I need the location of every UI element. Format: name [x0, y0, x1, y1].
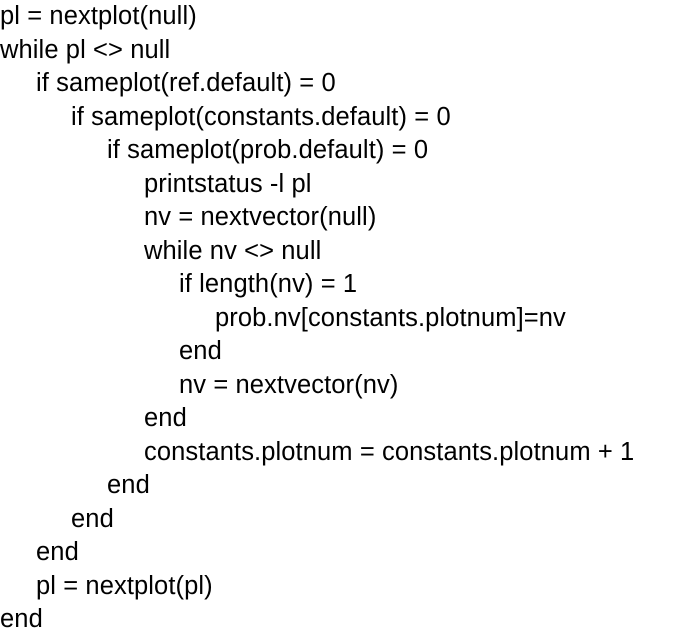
code-line: end: [0, 536, 684, 570]
code-line-text: while nv <> null: [144, 236, 322, 265]
code-line: if sameplot(prob.default) = 0: [0, 134, 684, 168]
code-line-text: while pl <> null: [0, 35, 171, 64]
code-line: if length(nv) = 1: [0, 268, 684, 302]
code-line-text: nv = nextvector(null): [144, 203, 377, 231]
code-line-text: printstatus -l pl: [144, 169, 312, 198]
code-line: end: [0, 335, 684, 369]
code-line-text: end: [71, 504, 114, 533]
code-line: pl = nextplot(pl): [0, 570, 684, 604]
code-line-text: if sameplot(constants.default) = 0: [71, 102, 451, 131]
code-line: pl = nextplot(null): [0, 0, 684, 34]
code-line-text: pl = nextplot(null): [0, 2, 197, 30]
code-line-text: end: [0, 605, 43, 633]
code-line: while pl <> null: [0, 34, 684, 68]
code-line: if sameplot(ref.default) = 0: [0, 67, 684, 101]
code-line: if sameplot(constants.default) = 0: [0, 101, 684, 135]
code-line-text: end: [179, 337, 222, 365]
code-line: nv = nextvector(nv): [0, 369, 684, 403]
code-line: nv = nextvector(null): [0, 201, 684, 235]
code-line-text: end: [36, 538, 79, 566]
code-line-text: if length(nv) = 1: [179, 270, 358, 298]
code-line: constants.plotnum = constants.plotnum + …: [0, 436, 684, 470]
code-line-text: end: [107, 471, 150, 499]
code-line-text: prob.nv[constants.plotnum]=nv: [215, 303, 566, 332]
code-line: end: [0, 603, 684, 637]
code-line-text: nv = nextvector(nv): [179, 370, 399, 399]
code-line: end: [0, 402, 684, 436]
code-line: end: [0, 503, 684, 537]
code-line-text: if sameplot(ref.default) = 0: [36, 69, 336, 97]
code-line: while nv <> null: [0, 235, 684, 269]
code-line-text: end: [144, 404, 187, 432]
code-line: end: [0, 469, 684, 503]
code-line-text: constants.plotnum = constants.plotnum + …: [144, 437, 635, 466]
code-line-text: pl = nextplot(pl): [36, 571, 213, 600]
code-line: prob.nv[constants.plotnum]=nv: [0, 302, 684, 336]
code-line-text: if sameplot(prob.default) = 0: [107, 136, 429, 164]
code-line: printstatus -l pl: [0, 168, 684, 202]
